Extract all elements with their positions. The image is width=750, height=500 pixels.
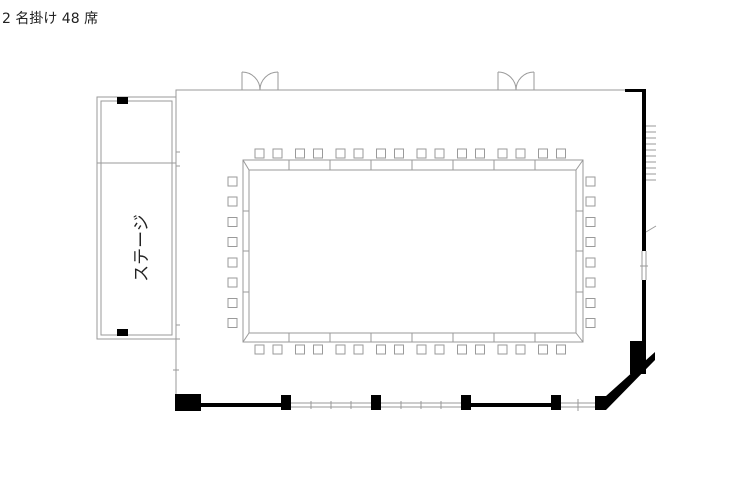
chair-left (227, 318, 238, 328)
chair-right (585, 237, 596, 247)
chair-top (556, 148, 566, 159)
chair-top (353, 148, 364, 159)
chair-bottom (515, 344, 526, 355)
chair-top (376, 148, 386, 159)
chair-bottom (254, 344, 265, 355)
chairs (227, 148, 596, 355)
chair-top (254, 148, 265, 159)
chair-left (227, 196, 238, 207)
chair-top (335, 148, 346, 159)
bottom-windows (291, 399, 595, 411)
chair-top (272, 148, 283, 159)
chair-bottom (353, 344, 364, 355)
right-vent (640, 125, 657, 280)
chair-bottom (394, 344, 404, 355)
chair-left (227, 237, 238, 247)
chair-bottom (434, 344, 445, 355)
chair-right (585, 298, 596, 308)
chair-top (457, 148, 467, 159)
plan-title: 2 名掛け 48 席 (2, 11, 99, 27)
chair-right (585, 176, 596, 187)
table-block (242, 159, 584, 343)
chair-bottom (272, 344, 283, 355)
chair-top (434, 148, 445, 159)
stage-pillar-bottom (117, 329, 128, 336)
door-right (497, 71, 535, 91)
chair-right (585, 217, 596, 227)
chair-bottom (335, 344, 346, 355)
chair-bottom (538, 344, 548, 355)
chair-bottom (457, 344, 467, 355)
chair-top (515, 148, 526, 159)
chair-top (416, 148, 427, 159)
chair-left (227, 277, 238, 288)
chair-left (227, 298, 238, 308)
chair-bottom (313, 344, 323, 355)
chair-bottom (556, 344, 566, 355)
door-left (241, 71, 279, 91)
walls (175, 89, 655, 411)
chair-left (227, 176, 238, 187)
stage-label: ステージ (132, 214, 152, 282)
chair-bottom (295, 344, 305, 355)
chair-top (497, 148, 508, 159)
chair-bottom (475, 344, 485, 355)
chair-bottom (497, 344, 508, 355)
chair-top (394, 148, 404, 159)
room-outline (173, 89, 626, 404)
chair-top (313, 148, 323, 159)
chair-top (538, 148, 548, 159)
chair-right (585, 318, 596, 328)
chair-bottom (416, 344, 427, 355)
chair-left (227, 217, 238, 227)
chair-right (585, 277, 596, 288)
chair-left (227, 257, 238, 268)
chair-bottom (376, 344, 386, 355)
chair-top (475, 148, 485, 159)
chair-right (585, 257, 596, 268)
chair-right (585, 196, 596, 207)
stage-pillar-top (117, 97, 128, 104)
chair-top (295, 148, 305, 159)
